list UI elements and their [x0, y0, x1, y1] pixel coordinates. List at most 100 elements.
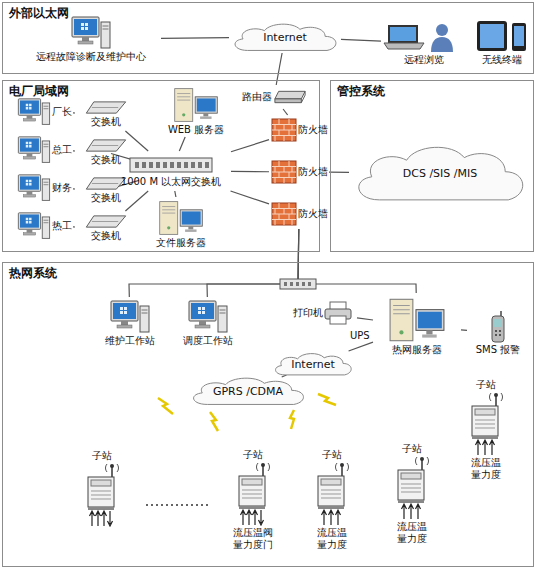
cloud-label: DCS /SIS /MIS: [403, 167, 477, 180]
device-icon: [173, 87, 219, 123]
icon-part: [495, 330, 501, 336]
icon-part: [200, 116, 211, 118]
device-icon: [17, 136, 51, 164]
icon-part: [401, 484, 421, 492]
device-label: 子站: [243, 449, 263, 461]
icon-part: [330, 316, 346, 324]
device-node: 子站流压温 量力度: [299, 447, 365, 553]
device-label: 维护工作站: [105, 335, 155, 347]
icon-part: [86, 178, 125, 189]
icon-part: [42, 141, 49, 162]
device-icon: [490, 311, 506, 343]
device-icon: [466, 392, 506, 456]
cloud-shape: [359, 147, 523, 200]
network-link: [341, 39, 381, 41]
icon-part: [241, 510, 264, 525]
network-link: [179, 137, 185, 151]
icon-part: [43, 182, 48, 184]
icon-part: [117, 325, 132, 328]
icon-part: [105, 464, 118, 472]
icon-part: [26, 191, 32, 194]
network-link: [125, 191, 148, 211]
device-icon: [82, 463, 122, 527]
icon-part: [239, 506, 265, 509]
icon-part: [113, 303, 136, 319]
device-node: 防火墙: [269, 157, 329, 187]
device-label: 交换机: [91, 154, 121, 166]
icon-part: [180, 209, 202, 225]
icon-part: [162, 206, 175, 213]
device-label: 路由器: [242, 91, 272, 103]
icon-part: [18, 213, 40, 229]
device-icon: [71, 16, 111, 50]
network-link: [461, 329, 467, 331]
icon-part: [81, 23, 88, 30]
icon-part: [20, 100, 39, 113]
icon-part: [82, 37, 89, 41]
icon-part: [494, 393, 498, 397]
icon-part: [242, 490, 262, 498]
device-label: 交换机: [91, 116, 121, 128]
icon-part: [18, 137, 40, 153]
icon-part: [340, 463, 344, 467]
device-node: 交换机: [73, 135, 139, 169]
icon-part: [301, 91, 305, 102]
icon-part: [472, 406, 498, 436]
icon-part: [92, 183, 118, 184]
device-node: 子站: [67, 447, 137, 529]
device-icon: [392, 456, 432, 520]
network-link: [298, 229, 416, 293]
icon-part: [18, 99, 40, 115]
icon-part: [103, 26, 109, 29]
device-node: 打印机: [287, 299, 357, 327]
icon-part: [274, 91, 304, 99]
icon-part: [401, 473, 421, 479]
network-link: [231, 171, 269, 172]
device-label: 流压温 量力度: [468, 457, 504, 481]
device-label: 远程故障诊断及维护中心: [36, 51, 146, 63]
device-label: 总工: [52, 144, 72, 156]
device-label: 1000 M 以太网交换机: [121, 176, 221, 188]
icon-part: [242, 479, 262, 485]
device-node: 热工: [13, 211, 75, 241]
icon-part: [25, 142, 31, 148]
device-label: 防火墙: [298, 208, 328, 220]
icon-part: [26, 115, 32, 118]
icon-part: [436, 24, 448, 36]
icon-part: [512, 23, 526, 51]
device-label: WEB 服务器: [168, 124, 224, 136]
device-label: 厂长: [52, 106, 72, 118]
icon-part: [91, 491, 111, 499]
icon-part: [384, 43, 424, 49]
icon-part: [475, 409, 495, 415]
cloud-shape: [194, 378, 304, 404]
icon-part: [272, 203, 296, 225]
device-label: 子站: [402, 443, 422, 455]
network-link: [161, 37, 229, 39]
icon-part: [43, 106, 48, 108]
wireless-signal: [290, 410, 294, 429]
icon-part: [18, 175, 40, 191]
wireless-signal: [158, 398, 173, 414]
icon-part: [101, 22, 110, 48]
icon-part: [121, 321, 128, 325]
device-label: 防火墙: [298, 166, 328, 178]
device-label: 打印机: [293, 307, 323, 319]
network-link: [231, 140, 269, 152]
network-link: [231, 191, 269, 204]
device-node: 防火墙: [269, 115, 329, 145]
icon-part: [426, 330, 432, 334]
network-cloud: GPRS /CDMA: [187, 375, 309, 407]
icon-part: [92, 221, 118, 222]
hub-ports: [284, 282, 311, 286]
icon-part: [20, 138, 39, 151]
network-link: [329, 172, 349, 173]
icon-part: [398, 500, 424, 503]
icon-part: [195, 96, 217, 112]
icon-part: [420, 457, 424, 461]
icon-part: [198, 307, 205, 314]
network-link: [207, 229, 299, 297]
icon-part: [167, 226, 170, 229]
device-icon: [84, 214, 128, 229]
